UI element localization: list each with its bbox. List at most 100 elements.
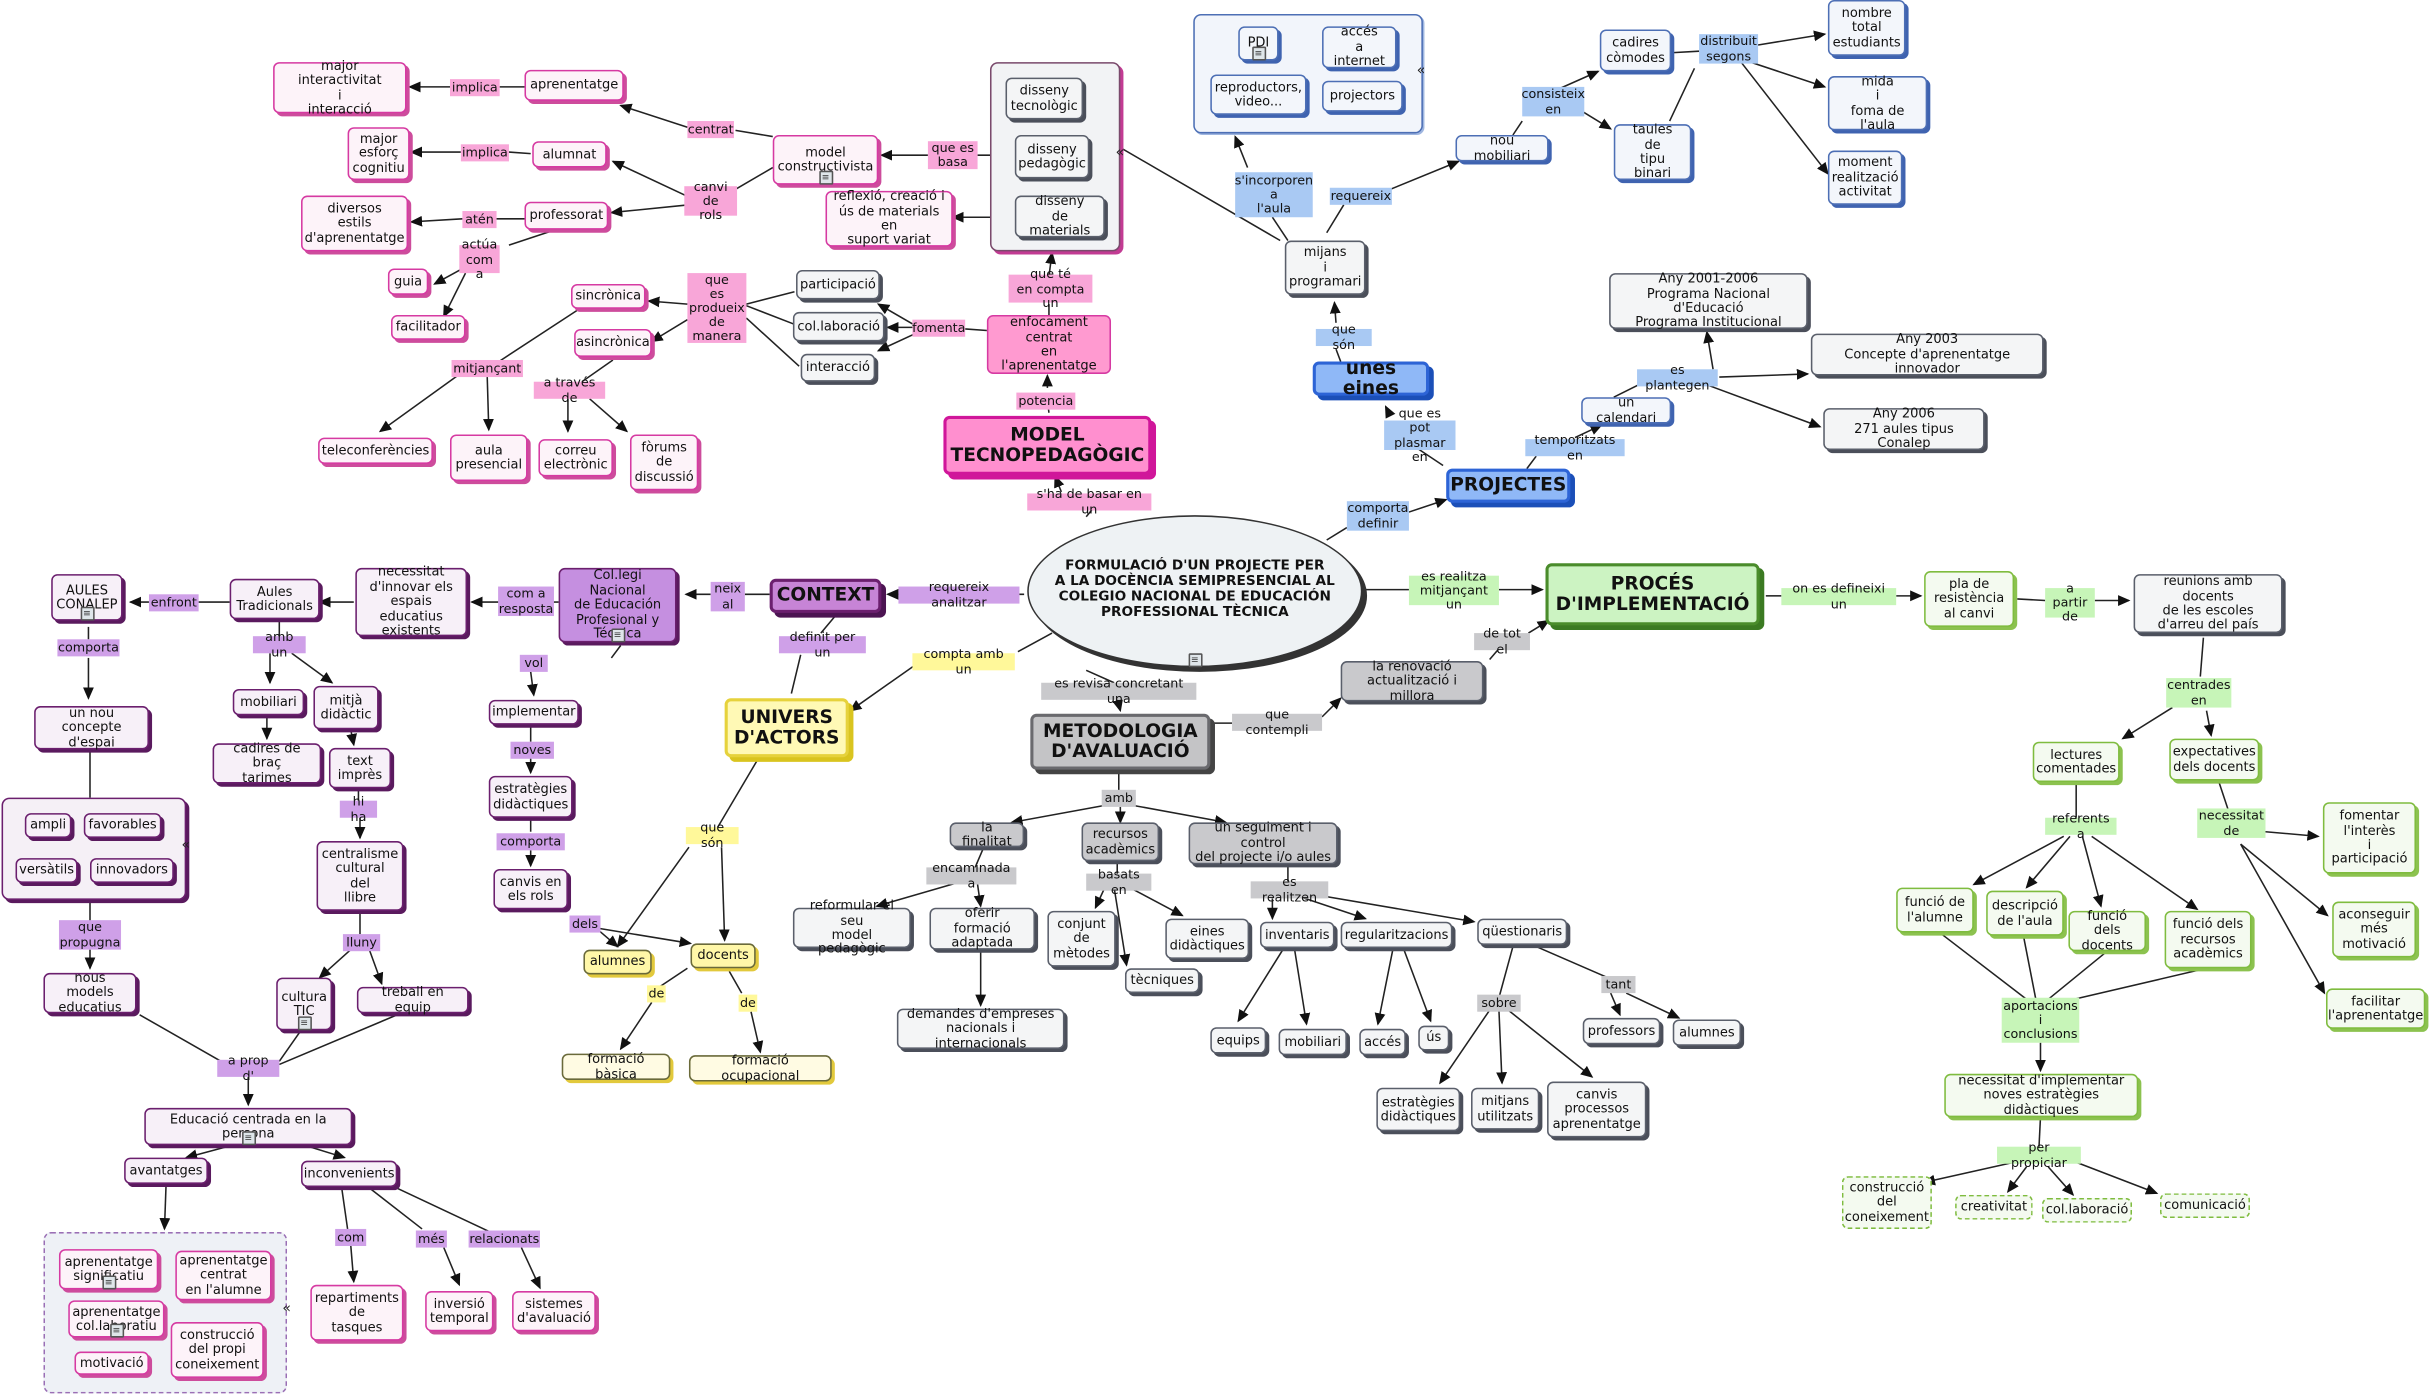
node-fomentar[interactable]: fomentar l'interès i participació [2322,802,2416,874]
node-alumnat[interactable]: alumnat [532,141,607,168]
node-inventaris[interactable]: inventaris [1259,921,1335,949]
node-formacio-bas[interactable]: formació bàsica [561,1051,671,1080]
node-model[interactable]: MODEL TECNOPEDAGÒGIC [943,415,1152,475]
node-disseny-tec[interactable]: disseny tecnològic [1005,77,1084,120]
node-any2001[interactable]: Any 2001-2006 Programa Nacional d'Educac… [1609,271,1808,329]
node-disseny-ped[interactable]: disseny pedagògic [1014,134,1090,179]
node-reformular[interactable]: reformular el seu model pedagògic [792,898,911,956]
node-cadires-brac[interactable]: cadires de braç tarimes [212,740,322,784]
node-ampli[interactable]: ampli [24,813,72,838]
node-aconseguir[interactable]: aconseguir més motivació [2332,901,2416,958]
node-guia[interactable]: guia [387,268,429,295]
node-moment[interactable]: moment realització activitat [1827,150,1903,205]
document-icon[interactable]: ≡ [1251,46,1266,61]
node-asincronica[interactable]: asincrònica [574,328,652,357]
node-acces2[interactable]: accés [1359,1028,1406,1056]
collapse-icon[interactable]: « [1115,145,1125,162]
node-construccio-con[interactable]: construcció del coneixement [1841,1176,1932,1229]
node-apr-cent[interactable]: aprenentatge centrat en l'alumne [175,1250,272,1301]
node-facilitar[interactable]: facilitar l'aprenentatge [2325,988,2426,1029]
node-alumnes[interactable]: alumnes [583,949,652,975]
node-mijans[interactable]: mijans i programari [1284,240,1366,295]
node-finalitat[interactable]: la finalitat [949,819,1025,848]
node-proces[interactable]: PROCÉS D'IMPLEMENTACIÓ [1545,563,1760,626]
node-funcio-recursos[interactable]: funció dels recursos acadèmics [2164,910,2252,969]
node-descripcio[interactable]: descripció de l'aula [1986,890,2064,936]
node-mobiliari2[interactable]: mobiliari [1278,1028,1347,1056]
node-text-impres[interactable]: text imprès [328,747,392,789]
node-mida[interactable]: mida i foma de l'aula [1827,73,1928,131]
node-sincronica[interactable]: sincrònica [571,283,646,309]
collapse-icon[interactable]: « [181,837,191,854]
node-inconvenients[interactable]: inconvenients [301,1160,398,1188]
node-nombre[interactable]: nombre total estudiants [1827,0,1906,56]
node-aules-trad[interactable]: Aules Tradicionals [229,578,320,620]
node-alumnes2[interactable]: alumnes [1672,1019,1742,1046]
node-estrategies[interactable]: estratègies didàctiques [488,775,573,818]
node-sistemes[interactable]: sistemes d'avaluació [512,1291,596,1332]
node-collab2[interactable]: col.laboració [2042,1197,2133,1223]
document-icon[interactable]: ≡ [818,170,833,185]
node-avantatges[interactable]: avantatges [124,1157,208,1184]
node-estrategies2[interactable]: estratègies didàctiques [1376,1087,1461,1132]
node-cadires[interactable]: cadires còmodes [1599,29,1672,72]
node-equips[interactable]: equips [1210,1027,1267,1054]
node-regularitz[interactable]: regularitzacions [1340,921,1453,949]
node-eines-did[interactable]: eines didàctiques [1165,918,1250,959]
node-univers[interactable]: UNIVERS D'ACTORS [724,698,849,758]
node-metodologia[interactable]: METODOLOGIA D'AVALUACIÓ [1030,713,1211,770]
node-major-inter[interactable]: major interactivitat i interacció [273,57,407,116]
node-unes-eines[interactable]: unes eines [1312,357,1430,398]
node-lectures[interactable]: lectures comentades [2032,741,2120,783]
node-projectors[interactable]: projectors [1322,80,1403,112]
node-taules[interactable]: taules de tipu binari [1613,122,1692,180]
node-comunicacio[interactable]: comunicació [2159,1193,2250,1219]
node-reproductors[interactable]: reproductors, video... [1210,74,1307,115]
node-us[interactable]: ús [1418,1025,1450,1051]
node-recursos-ac[interactable]: recursos acadèmics [1081,822,1160,862]
node-professorat[interactable]: professorat [524,201,609,230]
node-central[interactable]: FORMULACIÓ D'UN PROJECTE PER A LA DOCÈNC… [1027,515,1363,668]
node-formacio-ocu[interactable]: formació ocupacional [688,1053,832,1082]
collapse-icon[interactable]: « [1416,63,1426,80]
node-implementar[interactable]: implementar [488,699,579,725]
node-projectes[interactable]: PROJECTES [1446,468,1571,503]
node-funcio-docents[interactable]: funció dels docents [2068,908,2147,952]
node-nou-mob[interactable]: nou mobiliari [1455,133,1549,162]
document-icon[interactable]: ≡ [109,1323,124,1338]
document-icon[interactable]: ≡ [101,1275,116,1290]
node-any2006[interactable]: Any 2006 271 aules tipus Conalep [1823,406,1985,450]
node-reflexio[interactable]: reflexió, creació i ús de materials en s… [825,189,953,247]
document-icon[interactable]: ≡ [241,1131,256,1146]
node-necessitat-inn[interactable]: necessitat d'innovar els espais educatiu… [355,564,468,637]
document-icon[interactable]: ≡ [1187,653,1202,668]
node-canvis2[interactable]: canvis processos aprenentatge [1547,1081,1647,1138]
node-acces-int[interactable]: accés a internet [1322,24,1397,69]
node-nou-concepte[interactable]: un nou concepte d'espai [34,705,149,750]
node-correu[interactable]: correu electrònic [538,439,613,477]
node-canvis-rols[interactable]: canvis en els rols [493,868,568,910]
node-expectatives[interactable]: expectatives dels docents [2169,738,2260,781]
node-mobiliari[interactable]: mobiliari [232,688,305,716]
node-aprenentatge[interactable]: aprenentatge [524,69,624,101]
node-professors[interactable]: professors [1582,1017,1661,1045]
document-icon[interactable]: ≡ [297,1016,312,1031]
node-enfocament[interactable]: enfocament centrat en l'aprenentatge [986,314,1112,374]
node-constr-propi[interactable]: construcció del propi coneixement [170,1322,264,1378]
node-seguiment[interactable]: un seguiment i control del projecte i/o … [1188,820,1338,865]
node-demandes[interactable]: demandes d'empreses nacionals i internac… [896,1006,1065,1050]
document-icon[interactable]: ≡ [610,628,625,643]
node-collab[interactable]: col.laboració [792,311,885,342]
node-aula-pres[interactable]: aula presencial [449,434,528,482]
node-renovacio[interactable]: la renovació actualització i millora [1340,658,1484,702]
collapse-icon[interactable]: « [282,1301,291,1318]
node-interaccio[interactable]: interacció [800,353,876,382]
node-creativitat[interactable]: creativitat [1955,1194,2033,1220]
node-major-esforc[interactable]: major esforç cognitiu [347,127,410,180]
node-innovadors[interactable]: innovadors [89,858,174,883]
node-repartiments[interactable]: repartiments de tasques [310,1284,404,1341]
node-reunions[interactable]: reunions amb docents de les escoles d'ar… [2133,573,2283,634]
node-forums[interactable]: fòrums de discussió [629,434,699,491]
node-aules-conalep[interactable]: AULES CONALEP [51,574,123,621]
node-telecon[interactable]: teleconferències [318,437,433,464]
